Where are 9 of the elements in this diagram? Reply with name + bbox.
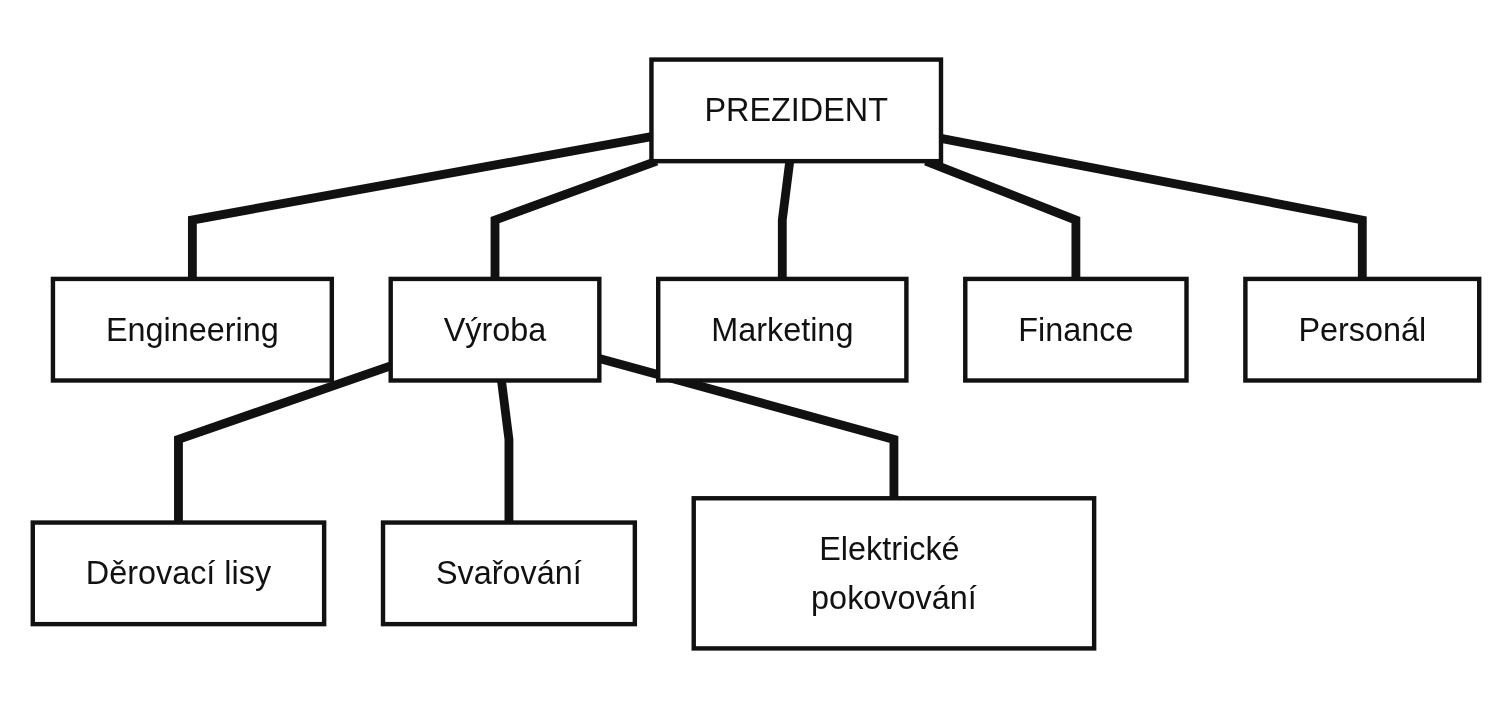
node-box: Engineering bbox=[50, 276, 334, 383]
node-box: Svařování bbox=[380, 519, 637, 626]
node-box: Finance bbox=[962, 276, 1189, 383]
node-box: PREZIDENT bbox=[648, 56, 943, 163]
node-box: Elektrické pokovování bbox=[691, 495, 1096, 651]
node-box: Děrovací lisy bbox=[30, 519, 326, 626]
node-box: Marketing bbox=[655, 276, 909, 383]
node-box: Personál bbox=[1242, 276, 1481, 383]
node-box: Výroba bbox=[388, 276, 602, 383]
